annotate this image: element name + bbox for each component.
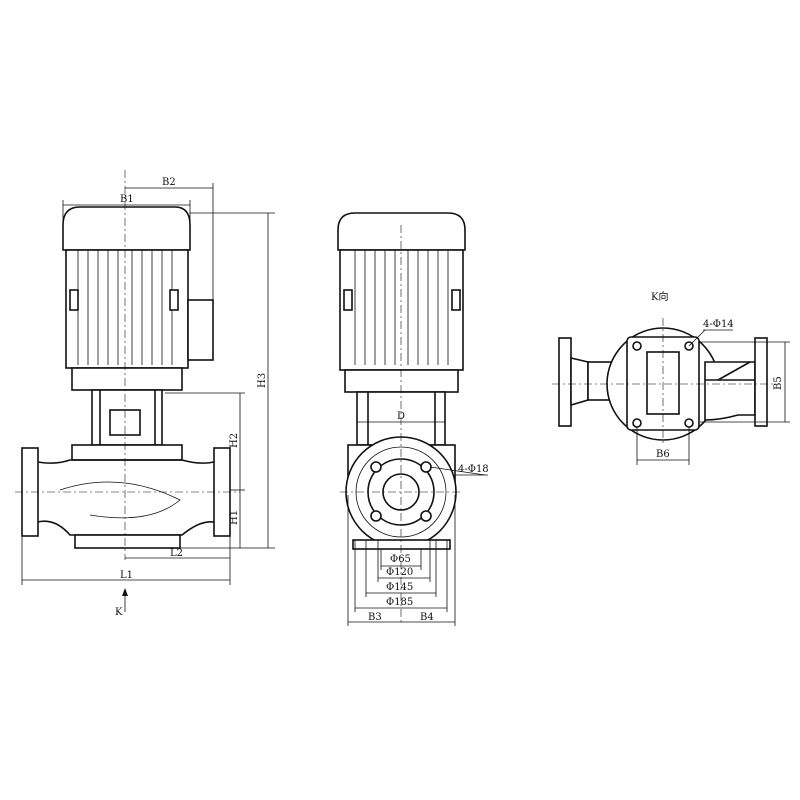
- motor-cap: [62, 206, 191, 251]
- terminal-box: [187, 299, 214, 361]
- dim-b4: B4: [420, 612, 434, 623]
- dim-d145: Φ145: [386, 582, 413, 593]
- dim-b5: B5: [773, 376, 784, 390]
- dim-holes-k: 4-Φ14: [703, 319, 734, 330]
- dim-b1: B1: [120, 194, 134, 205]
- base: [74, 534, 181, 549]
- dim-h3: H3: [257, 373, 268, 388]
- side-view: D 4-Φ18 Φ65 Φ120 Φ145 Φ185 B3 B4: [337, 212, 489, 626]
- k-view-title: K向: [651, 290, 668, 303]
- dim-l1: L1: [120, 570, 133, 581]
- k-view: K向 4-Φ14 B5 B6: [552, 290, 790, 465]
- dim-h1: H1: [229, 510, 240, 525]
- dim-d: D: [397, 411, 405, 422]
- dim-l2: L2: [170, 548, 183, 559]
- front-view: B1 B2 H3 H2 H1 L2 L1 K: [15, 170, 275, 618]
- motor-body: [65, 249, 189, 369]
- dim-b3: B3: [368, 612, 382, 623]
- k-arrow-icon: [122, 588, 128, 596]
- k-label: K: [115, 607, 123, 618]
- dim-d185: Φ185: [386, 597, 413, 608]
- dim-h2: H2: [229, 433, 240, 448]
- dim-b2: B2: [162, 177, 176, 188]
- dim-b6: B6: [656, 449, 670, 460]
- dim-holes: 4-Φ18: [458, 464, 489, 475]
- dim-d65: Φ65: [390, 554, 411, 565]
- dim-d120: Φ120: [386, 567, 413, 578]
